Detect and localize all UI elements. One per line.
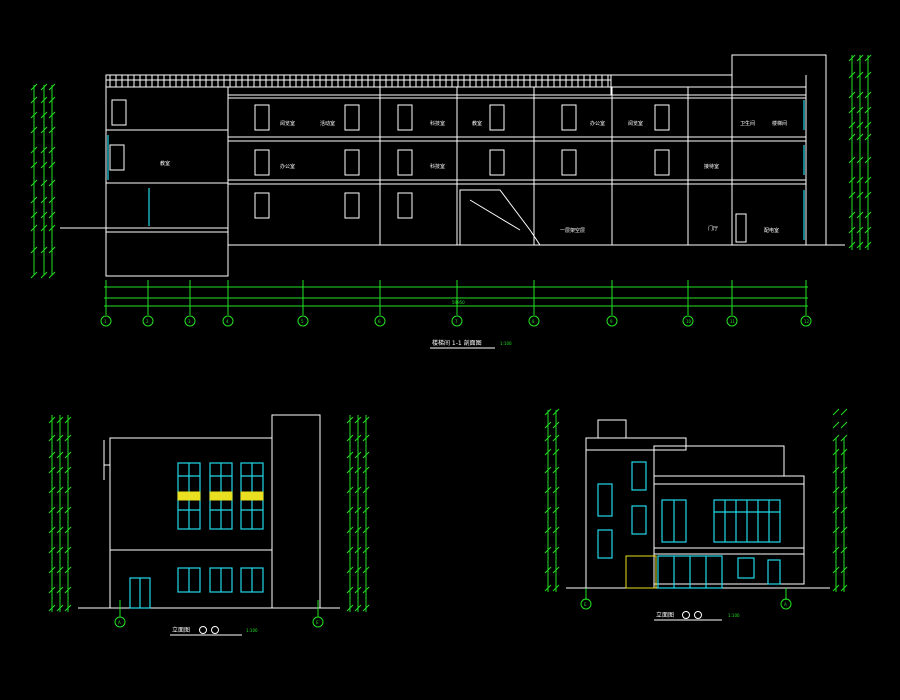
section-openings <box>109 99 747 243</box>
axis-bubble-e-right <box>580 598 592 610</box>
section-left-dimension <box>30 83 56 279</box>
section-drawing: 教室阅览室活动室科技室教室办公室阅览室办公室科技室一层架空层门厅配电室接待室卫生… <box>30 54 872 349</box>
axis-bubble-9 <box>606 315 618 327</box>
axis-bubble-1 <box>100 315 112 327</box>
room-label: 科技室 <box>430 120 445 127</box>
axis-bubble-8 <box>528 315 540 327</box>
axis-label: 12 <box>804 319 810 324</box>
left-elev-scale: 1:100 <box>246 628 258 633</box>
room-label: 阅览室 <box>628 120 643 127</box>
room-label: 门厅 <box>708 225 718 232</box>
axis-bubble-7 <box>451 315 463 327</box>
right-elevation: E A 立面图 1:100 <box>544 408 848 621</box>
left-elev-windows <box>129 462 264 609</box>
axis-bubble-4 <box>222 315 234 327</box>
room-label: 教室 <box>160 160 170 167</box>
room-label: 一层架空层 <box>560 227 585 234</box>
axis-label: 6 <box>378 319 381 324</box>
room-label: 卫生间 <box>740 120 755 127</box>
room-label: 活动室 <box>320 120 335 127</box>
axis-bubble-12 <box>800 315 812 327</box>
room-label: 楼梯间 <box>772 120 787 127</box>
left-elev-caption: 立面图 <box>172 626 190 634</box>
axis-label: 10 <box>686 319 692 324</box>
axis-bubble-a-left <box>114 616 126 628</box>
axis-label: 8 <box>532 319 535 324</box>
axis-label-a-right: A <box>784 602 787 607</box>
axis-bubble-a-right <box>780 598 792 610</box>
section-caption: 楼梯间 1-1 剖面图 1:100 <box>430 339 512 349</box>
axis-label-e-right: E <box>584 602 587 607</box>
right-elev-caption: 立面图 <box>656 611 674 619</box>
axis-label: 9 <box>610 319 613 324</box>
section-room-labels: 教室阅览室活动室科技室教室办公室阅览室办公室科技室一层架空层门厅配电室接待室卫生… <box>160 120 787 234</box>
section-bottom-dimension: 59950 <box>104 286 808 307</box>
room-label: 办公室 <box>590 120 605 127</box>
axis-label: 7 <box>455 319 458 324</box>
room-label: 接待室 <box>704 163 719 170</box>
room-label: 配电室 <box>764 227 779 234</box>
left-elevation: A E 立面图 1:100 <box>48 414 370 636</box>
room-label: 阅览室 <box>280 120 295 127</box>
axis-bubble-5 <box>297 315 309 327</box>
axis-label: 3 <box>188 319 191 324</box>
axis-label: 11 <box>730 319 736 324</box>
section-right-dimension <box>848 54 872 250</box>
section-caption-text: 楼梯间 1-1 剖面图 <box>432 339 482 347</box>
axis-label: 5 <box>301 319 304 324</box>
room-label: 办公室 <box>280 163 295 170</box>
section-columns <box>227 87 733 245</box>
axis-bubble-e-left <box>312 616 324 628</box>
section-caption-scale: 1:100 <box>500 341 512 346</box>
axis-bubble-6 <box>374 315 386 327</box>
axis-label: 1 <box>104 319 107 324</box>
axis-label-a-left: A <box>118 620 121 625</box>
total-dimension: 59950 <box>452 300 465 305</box>
right-elev-scale: 1:100 <box>728 613 740 618</box>
axis-label-e-left: E <box>316 620 319 625</box>
axis-bubble-2 <box>142 315 154 327</box>
axis-label: 2 <box>146 319 149 324</box>
axis-bubble-11 <box>726 315 738 327</box>
room-label: 科技室 <box>430 163 445 170</box>
axis-label: 4 <box>226 319 229 324</box>
room-label: 教室 <box>472 120 482 127</box>
axis-bubble-10 <box>682 315 694 327</box>
right-elev-windows <box>597 461 781 589</box>
roof-railing <box>109 75 609 87</box>
axis-bubble-3 <box>184 315 196 327</box>
